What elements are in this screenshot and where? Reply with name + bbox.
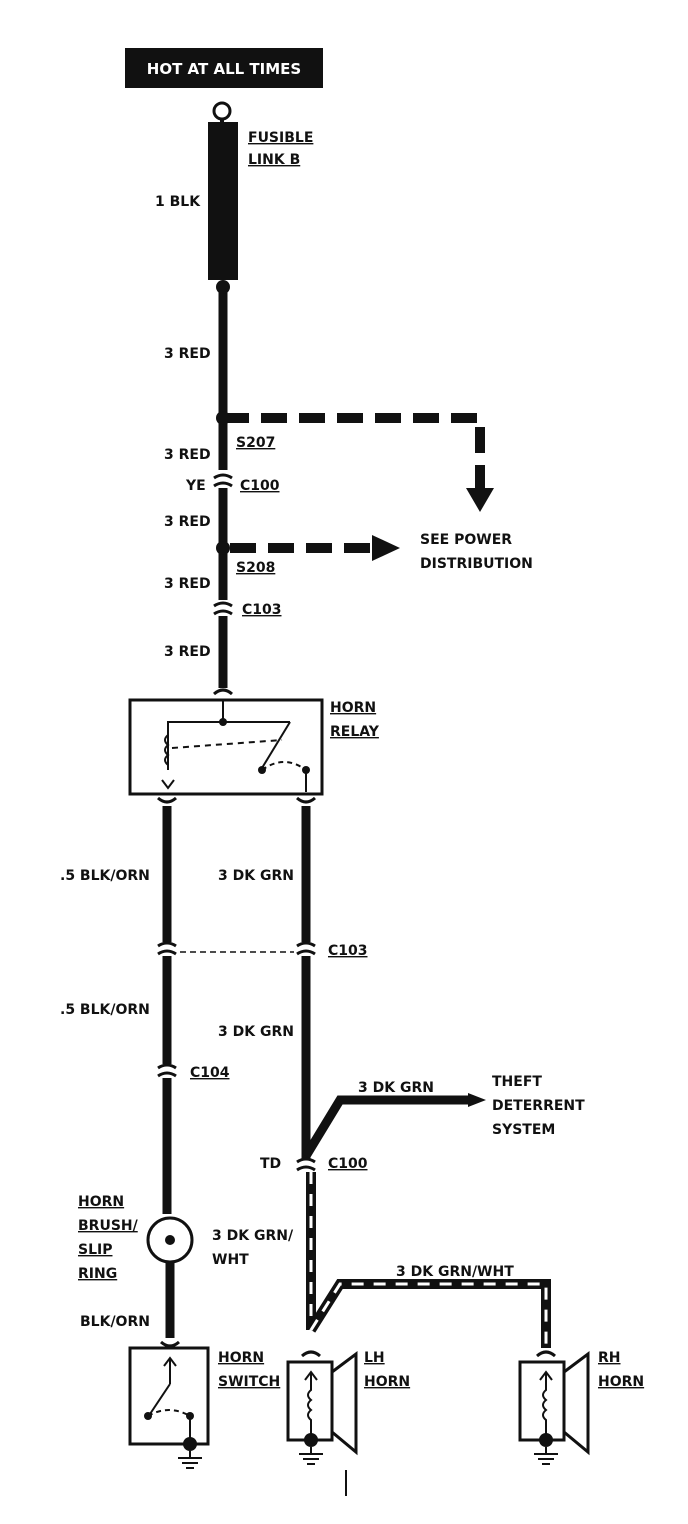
rh-horn xyxy=(518,1350,590,1465)
connector-c103-lower xyxy=(157,941,316,956)
splice-s208 xyxy=(216,541,230,555)
rh-horn-label: RH HORN xyxy=(598,1350,644,1390)
header-box: HOT AT ALL TIMES xyxy=(125,48,323,88)
connector-c104-label: C104 xyxy=(190,1065,230,1081)
horn-switch-label: HORN SWITCH xyxy=(218,1350,280,1390)
connector-c100-lower xyxy=(296,1157,316,1172)
lh-horn-label: LH HORN xyxy=(364,1350,410,1390)
splice-s208-label: S208 xyxy=(236,560,275,576)
wire-label-3red-5: 3 RED xyxy=(164,644,211,660)
wire-label-3red-3: 3 RED xyxy=(164,514,211,530)
rh-horn-wire xyxy=(306,1279,551,1348)
wire-label-blkorn-1: .5 BLK/ORN xyxy=(60,868,150,884)
connector-c103-upper xyxy=(213,601,233,616)
wire-label-3red-4: 3 RED xyxy=(164,576,211,592)
wire-label-blkorn-3: BLK/ORN xyxy=(80,1314,150,1330)
connector-c103-upper-label: C103 xyxy=(242,602,282,618)
horn-switch xyxy=(128,1346,210,1469)
header-title: HOT AT ALL TIMES xyxy=(147,60,301,78)
wire-label-1blk: 1 BLK xyxy=(155,194,201,210)
theft-system-label: THEFT DETERRENT SYSTEM xyxy=(492,1074,590,1138)
wire-label-3red-2: 3 RED xyxy=(164,447,211,463)
connector-c100-upper xyxy=(213,473,233,488)
dashed-branch-s207 xyxy=(223,413,485,488)
ground-icon xyxy=(534,1447,558,1465)
wire-label-dkgrn-2: 3 DK GRN xyxy=(218,1024,294,1040)
td-label: TD xyxy=(260,1156,281,1172)
lh-horn xyxy=(286,1350,358,1465)
wire-label-3red-1: 3 RED xyxy=(164,346,211,362)
connector-c100-upper-label: C100 xyxy=(240,478,280,494)
ground-icon xyxy=(299,1447,323,1465)
theft-branch-wire xyxy=(302,1095,470,1159)
fusible-link xyxy=(208,122,238,280)
horn-relay xyxy=(128,698,324,796)
ye-label: YE xyxy=(185,478,206,494)
connector-c104 xyxy=(157,1063,177,1078)
ground-icon xyxy=(178,1451,202,1469)
connector-c100-lower-label: C100 xyxy=(328,1156,368,1172)
see-power-label: SEE POWER DISTRIBUTION xyxy=(420,532,533,572)
fusible-link-label: FUSIBLE LINK B xyxy=(248,130,318,168)
horn-brush-label: HORN BRUSH/ SLIP RING xyxy=(78,1194,143,1282)
connector-c103-lower-label: C103 xyxy=(328,943,368,959)
wire-label-blkorn-2: .5 BLK/ORN xyxy=(60,1002,150,1018)
wire-label-dkgrn-1: 3 DK GRN xyxy=(218,868,294,884)
horn-relay-label: HORN RELAY xyxy=(330,700,381,740)
wire-label-dkgrn-3: 3 DK GRN xyxy=(358,1080,434,1096)
wire-label-dkgrnwht-2: 3 DK GRN/WHT xyxy=(396,1264,514,1280)
battery-terminal xyxy=(212,101,232,121)
splice-s207-label: S207 xyxy=(236,435,275,451)
wire-label-dkgrnwht-1: 3 DK GRN/ WHT xyxy=(212,1228,298,1268)
